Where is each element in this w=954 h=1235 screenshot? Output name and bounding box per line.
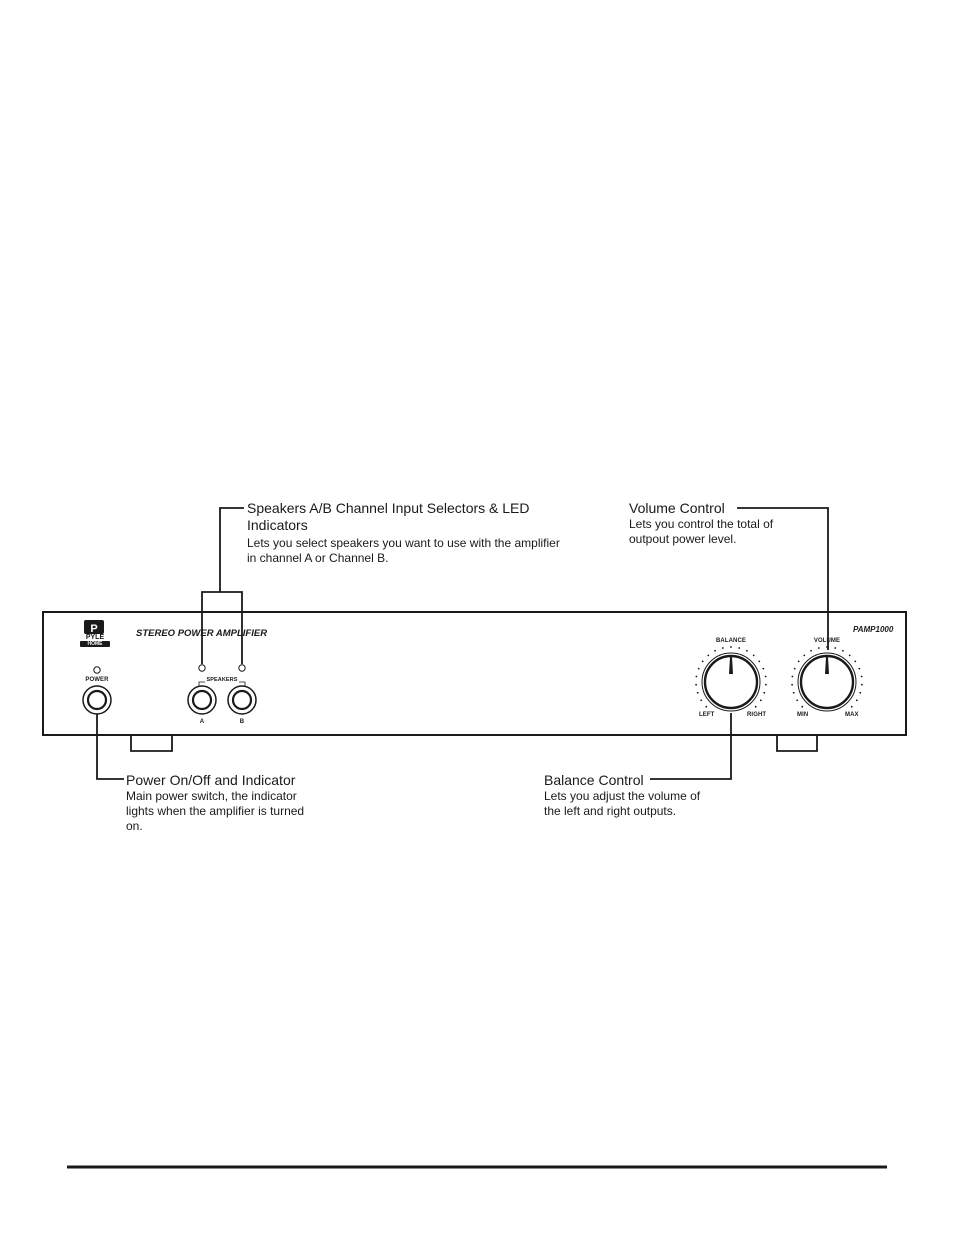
scale-dot bbox=[754, 705, 757, 708]
brand-top-text: PYLE bbox=[85, 634, 105, 641]
scale-dot bbox=[763, 691, 766, 694]
scale-dot bbox=[701, 660, 704, 663]
scale-dot bbox=[842, 649, 844, 652]
speakers-callout-desc-line1: Lets you select speakers you want to use… bbox=[247, 536, 560, 550]
volume-knob bbox=[797, 652, 857, 712]
speaker-b-button-inner bbox=[231, 689, 253, 711]
balance-callout-desc-line2: the left and right outputs. bbox=[544, 804, 677, 818]
scale-dot bbox=[695, 683, 697, 686]
scale-dot bbox=[695, 675, 698, 678]
scale-dot bbox=[848, 654, 851, 657]
speaker-a-label: A bbox=[199, 719, 205, 725]
volume-min-label: MIN bbox=[797, 712, 809, 718]
speaker-b-label: B bbox=[239, 719, 245, 725]
brand-bottom-text: HOME bbox=[80, 641, 110, 647]
power-label: POWER bbox=[85, 677, 109, 683]
volume-callout-desc-line1: Lets you control the total of bbox=[629, 517, 774, 531]
scale-dot bbox=[700, 699, 703, 702]
volume-callout-title: Volume Control bbox=[629, 500, 725, 516]
scale-dot bbox=[803, 654, 806, 657]
speaker-a-led bbox=[198, 664, 206, 672]
speaker-a-button-inner bbox=[191, 689, 213, 711]
balance-label: BALANCE bbox=[715, 638, 747, 644]
scale-dot bbox=[850, 705, 853, 708]
speaker-b-led bbox=[238, 664, 246, 672]
scale-dot bbox=[762, 667, 765, 670]
brand-logo-text: PYLE HOME bbox=[80, 634, 110, 647]
power-callout-desc-line1: Main power switch, the indicator bbox=[126, 789, 297, 803]
right-foot bbox=[776, 735, 818, 752]
power-led bbox=[93, 666, 101, 674]
scale-dot bbox=[696, 691, 699, 694]
balance-left-label: LEFT bbox=[699, 712, 715, 718]
scale-dot bbox=[854, 660, 857, 663]
scale-dot bbox=[730, 646, 732, 648]
svg-text:P: P bbox=[90, 623, 97, 635]
balance-scale-dots bbox=[695, 646, 767, 708]
scale-dot bbox=[792, 691, 795, 694]
scale-dot bbox=[801, 705, 804, 708]
scale-dot bbox=[860, 675, 863, 678]
scale-dot bbox=[861, 683, 863, 686]
speakers-leader-line bbox=[201, 507, 244, 664]
scale-dot bbox=[707, 654, 710, 657]
scale-dot bbox=[752, 654, 755, 657]
scale-dot bbox=[765, 683, 767, 686]
scale-dot bbox=[697, 667, 700, 670]
pyle-logo-icon: P bbox=[84, 620, 104, 635]
balance-leader-line bbox=[650, 713, 732, 780]
volume-max-label: MAX bbox=[845, 712, 859, 718]
balance-knob bbox=[701, 652, 761, 712]
speakers-label: SPEAKERS bbox=[206, 677, 238, 683]
balance-callout-title: Balance Control bbox=[544, 772, 644, 788]
scale-dot bbox=[797, 660, 800, 663]
scale-dot bbox=[764, 675, 767, 678]
power-callout-desc-line2: lights when the amplifier is turned bbox=[126, 804, 305, 818]
volume-callout-desc-line2: outpout power level. bbox=[629, 532, 737, 546]
scale-dot bbox=[858, 667, 861, 670]
scale-dot bbox=[834, 647, 837, 649]
scale-dot bbox=[791, 683, 793, 686]
power-callout-desc-line3: on. bbox=[126, 819, 143, 833]
volume-label: VOLUME bbox=[813, 638, 841, 644]
power-button-inner bbox=[86, 689, 108, 711]
speakers-callout-title-line2: Indicators bbox=[247, 517, 308, 533]
scale-dot bbox=[758, 660, 761, 663]
scale-dot bbox=[746, 649, 748, 652]
scale-dot bbox=[721, 647, 724, 649]
scale-dot bbox=[855, 699, 858, 702]
model-label: PAMP1000 bbox=[853, 625, 894, 634]
balance-right-label: RIGHT bbox=[747, 712, 767, 718]
scale-dot bbox=[817, 647, 820, 649]
speakers-callout-desc-line2: in channel A or Channel B. bbox=[247, 551, 389, 565]
scale-dot bbox=[796, 699, 799, 702]
scale-dot bbox=[705, 705, 708, 708]
scale-dot bbox=[738, 647, 741, 649]
scale-dot bbox=[791, 675, 794, 678]
amplifier-front-panel bbox=[42, 611, 907, 736]
scale-dot bbox=[793, 667, 796, 670]
power-callout-title: Power On/Off and Indicator bbox=[126, 772, 296, 788]
speakers-callout-title-line1: Speakers A/B Channel Input Selectors & L… bbox=[247, 500, 530, 516]
scale-dot bbox=[759, 699, 762, 702]
product-name-label: STEREO POWER AMPLIFIER bbox=[136, 628, 268, 639]
left-foot bbox=[130, 735, 173, 752]
scale-dot bbox=[810, 649, 812, 652]
scale-dot bbox=[859, 691, 862, 694]
volume-leader-line bbox=[737, 507, 829, 650]
balance-callout-desc-line1: Lets you adjust the volume of bbox=[544, 789, 701, 803]
volume-scale-dots bbox=[791, 646, 863, 708]
scale-dot bbox=[714, 649, 716, 652]
power-leader-line bbox=[96, 714, 124, 780]
